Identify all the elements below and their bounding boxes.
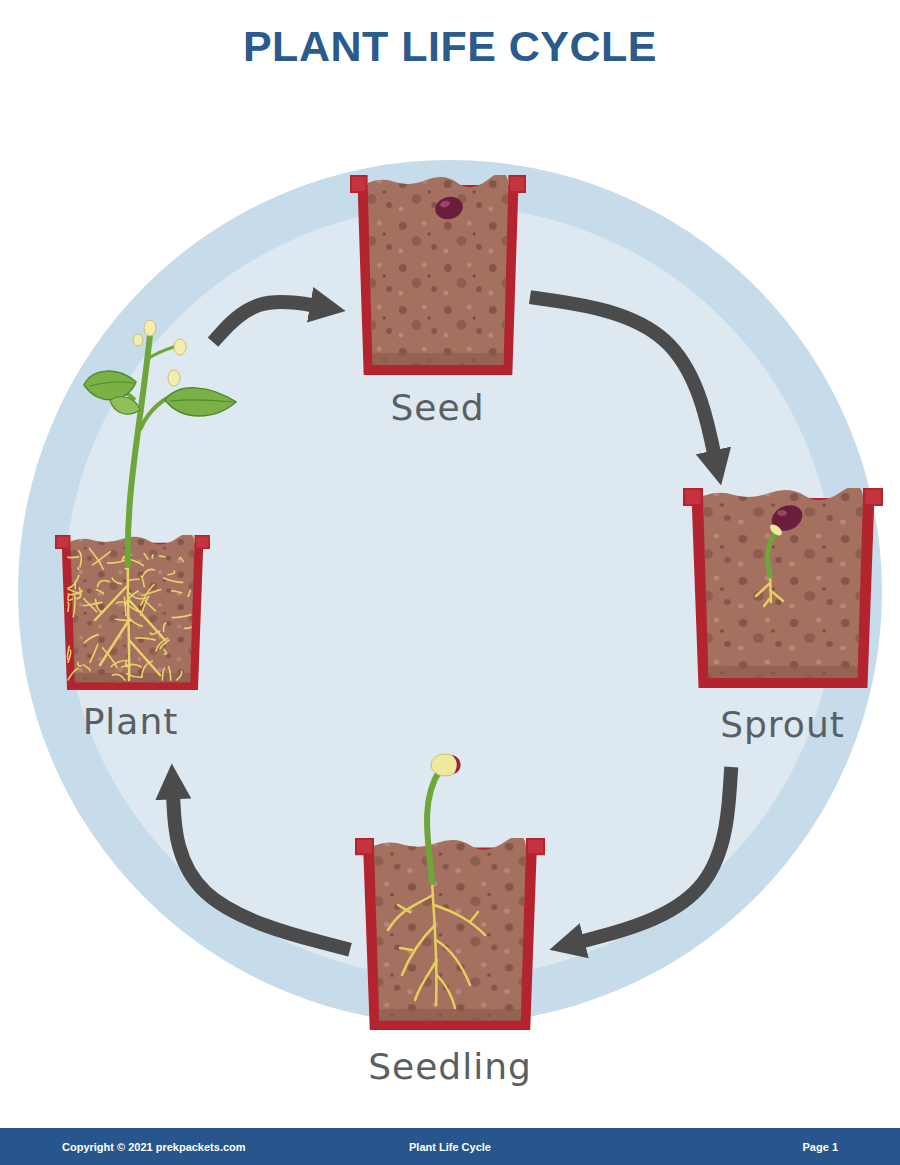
stage-label: Seed <box>391 386 485 430</box>
stage-box: Seedling <box>350 755 550 1109</box>
cycle-arrow <box>530 297 717 464</box>
footer-text: Copyright © 2021 prekpackets.com <box>62 1140 246 1154</box>
diagram-title: PLANT LIFE CYCLE <box>0 22 900 71</box>
footer-text: Page 1 <box>803 1140 838 1154</box>
stage-label: Seedling <box>368 1045 532 1089</box>
stage-label: Plant <box>83 700 179 744</box>
cycle-arrow <box>570 767 731 944</box>
stage-box: Sprout <box>680 485 885 767</box>
cycle-arrow <box>213 302 324 342</box>
stage-box: Plant <box>48 320 213 764</box>
cycle-arrow <box>173 785 350 950</box>
stage-label: Sprout <box>720 703 845 747</box>
stage-box: Seed <box>345 172 530 450</box>
footer-text: Plant Life Cycle <box>409 1140 491 1154</box>
